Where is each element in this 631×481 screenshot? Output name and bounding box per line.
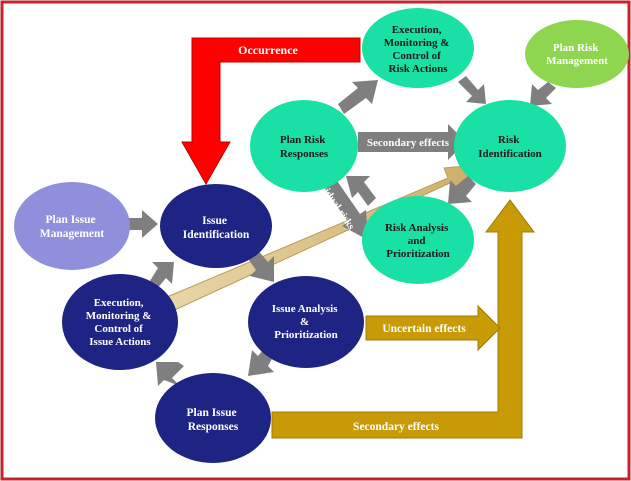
secondary-effects-issue-arrow (271, 199, 535, 439)
occurrence-label: Occurrence (238, 43, 298, 57)
svg-text:Plan Risk Management: Plan Risk Management (546, 42, 608, 67)
node-label: Plan Issue (186, 407, 236, 419)
arrow-plan-issue-to-identification (122, 210, 158, 238)
node-label: & (300, 316, 309, 328)
plan-risk-management-node (525, 20, 629, 88)
svg-text:Issue Analysis & Prior: Issue Analysis & Prioritization (272, 303, 340, 341)
node-label: Monitoring & (384, 37, 450, 49)
node-label: and (408, 235, 426, 247)
node-label: Issue (202, 215, 227, 227)
node-label: Risk Analysis (385, 222, 449, 234)
node-label: Identification (183, 229, 250, 241)
node-label: Plan Risk (553, 42, 599, 54)
node-label: Issue Actions (89, 336, 151, 348)
node-label: Risk Actions (389, 63, 449, 75)
node-label: Responses (188, 421, 239, 433)
arrow-plan-risk-mgmt-to-identification (530, 82, 556, 106)
node-label: Issue Analysis (272, 303, 338, 315)
svg-text:Plan Risk Responses: Plan Risk Responses (280, 134, 329, 160)
svg-text:Plan Issue Management: Plan Issue Management (40, 214, 105, 240)
node-label: Control of (94, 323, 143, 335)
node-label: Risk (498, 134, 520, 146)
node-label: Prioritization (386, 248, 450, 260)
svg-text:Risk Analysis and Prio: Risk Analysis and Prioritization (385, 222, 451, 260)
node-label: Plan Issue (45, 214, 95, 226)
risk-identification-node (454, 100, 566, 192)
node-label: Responses (280, 148, 329, 160)
uncertain-effects-arrow (365, 304, 501, 352)
plan-issue-responses-node (155, 373, 271, 463)
arrow-plan-risk-to-execution-risk (338, 80, 378, 114)
issue-analysis-node (248, 276, 364, 368)
plan-risk-responses-node (250, 100, 358, 192)
svg-text:Execution, Monitoring &: Execution, Monitoring & Control of Issue… (86, 297, 154, 348)
secondary-effects-risk-arrow (358, 124, 466, 160)
node-label: Control of (392, 50, 441, 62)
arrow-analysis-to-plan-risk (346, 176, 376, 206)
node-label: Plan Risk (280, 134, 326, 146)
node-label: Prioritization (274, 329, 338, 341)
svg-text:Issue Identification: Issue Identification (183, 215, 250, 241)
execution-risk-node (362, 8, 474, 88)
node-label: Execution, (94, 297, 144, 309)
execution-issue-node (62, 274, 178, 370)
uncertain-effects-label: Uncertain effects (382, 323, 466, 335)
issue-identification-node (160, 184, 272, 268)
node-label: Management (40, 228, 105, 240)
risk-analysis-node (362, 196, 474, 284)
svg-text:Plan Issue Responses: Plan Issue Responses (186, 407, 239, 433)
arrow-execution-to-identification (148, 262, 174, 290)
arrow-identification-to-analysis-risk (448, 176, 476, 204)
secondary-effects-risk-label: Secondary effects (367, 137, 450, 149)
occurrence-arrow (181, 37, 361, 186)
arrow-responses-to-execution (156, 362, 184, 386)
svg-text:Risk Identification: Risk Identification (478, 134, 542, 160)
node-label: Execution, (392, 24, 442, 36)
secondary-effects-issue-label: Secondary effects (353, 421, 439, 433)
svg-text:Execution, Monitoring &: Execution, Monitoring & Control of Risk … (384, 24, 452, 75)
arrow-execution-risk-to-identification (458, 76, 486, 104)
node-label: Monitoring & (86, 310, 152, 322)
node-label: Management (546, 55, 608, 67)
plan-issue-management-node (14, 182, 130, 270)
node-label: Identification (478, 148, 542, 160)
